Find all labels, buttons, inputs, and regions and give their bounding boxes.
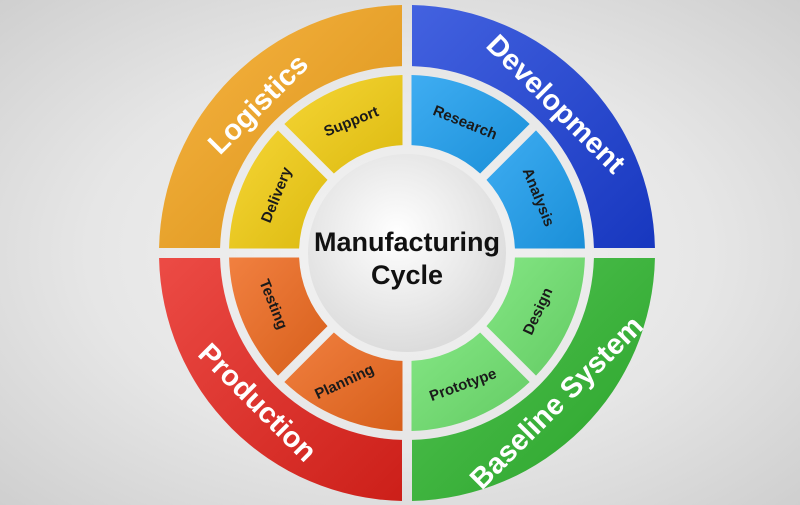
- inner-ring: [229, 75, 585, 431]
- center-circle: [308, 154, 506, 352]
- inner-segment-support: [284, 75, 403, 174]
- outer-ring: [159, 5, 655, 501]
- inner-segment-research: [411, 75, 530, 174]
- outer-segment-baseline: [411, 257, 655, 501]
- inner-segment-planning: [284, 332, 403, 431]
- inner-segment-prototype: [411, 332, 530, 431]
- outer-segment-production: [159, 257, 403, 501]
- inner-segment-testing: [229, 257, 328, 376]
- inner-segment-design: [486, 257, 585, 376]
- center-title-line1: Manufacturing: [314, 227, 500, 257]
- inner-segment-delivery: [229, 130, 328, 249]
- inner-segment-analysis: [486, 130, 585, 249]
- center-title-line2: Cycle: [371, 260, 443, 290]
- outer-segment-logistics: [159, 5, 403, 249]
- outer-segment-development: [411, 5, 655, 249]
